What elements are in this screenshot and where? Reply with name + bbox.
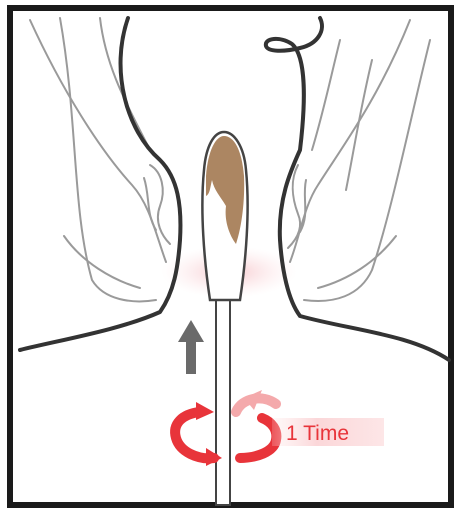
- swab-stick: [216, 300, 230, 505]
- rotation-count-label: 1 Time: [286, 422, 349, 445]
